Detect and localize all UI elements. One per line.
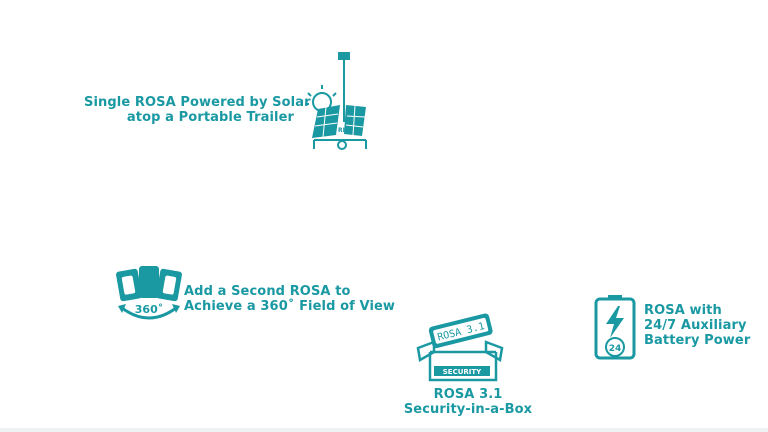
- bottom-divider: [0, 428, 768, 432]
- battery-caption-line-2: 24/7 Auxiliary: [644, 318, 747, 333]
- solar-trailer-icon: RIO: [305, 52, 367, 150]
- security-box-label: SECURITY: [443, 368, 482, 376]
- security-box-icon: ROSA 3.1 SECURITY: [416, 313, 504, 382]
- battery-24-icon: 24: [594, 295, 636, 360]
- solar-trailer-badge: RIO: [338, 127, 350, 134]
- security-box-caption: ROSA 3.1 Security-in-a-Box: [378, 387, 558, 417]
- battery-caption: ROSA with 24/7 Auxiliary Battery Power: [644, 303, 750, 348]
- solar-trailer-caption: Single ROSA Powered by Solar atop a Port…: [84, 95, 311, 125]
- battery-caption-line-1: ROSA with: [644, 303, 722, 318]
- security-box-caption-line-2: Security-in-a-Box: [403, 402, 533, 417]
- security-box-caption-line-1: ROSA 3.1: [433, 387, 503, 402]
- 360-view-badge: 360˚: [135, 303, 163, 316]
- solar-trailer-caption-line-1: Single ROSA Powered by Solar: [84, 95, 311, 110]
- battery-caption-line-3: Battery Power: [644, 333, 751, 348]
- battery-24-badge: 24: [609, 344, 622, 354]
- 360-view-caption-line-1: Add a Second ROSA to: [184, 284, 351, 299]
- 360-view-caption: Add a Second ROSA to Achieve a 360˚ Fiel…: [184, 284, 395, 314]
- 360-view-caption-line-2: Achieve a 360˚ Field of View: [184, 299, 396, 314]
- solar-trailer-caption-line-2: atop a Portable Trailer: [126, 110, 294, 125]
- 360-view-icon: 360˚: [116, 266, 182, 320]
